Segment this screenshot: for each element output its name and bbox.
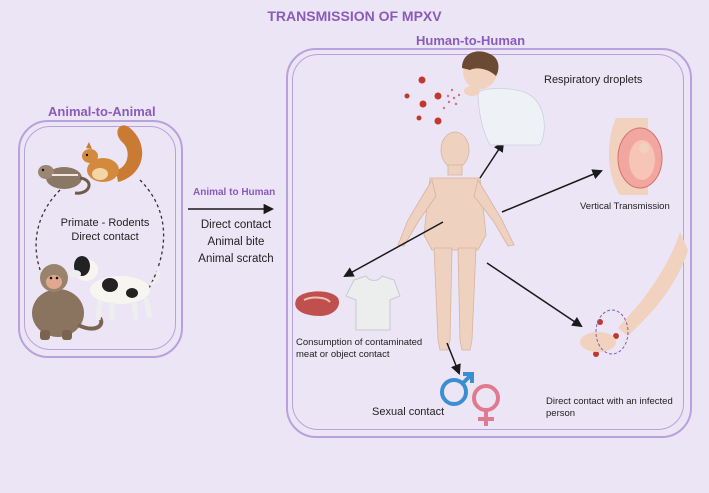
respiratory-arrow xyxy=(479,141,505,179)
male-symbol-icon xyxy=(440,372,474,406)
sexual-label: Sexual contact xyxy=(372,406,445,418)
human-panel-outer xyxy=(286,48,692,438)
route-animal-bite: Animal bite xyxy=(207,236,265,248)
page-title: TRANSMISSION OF MPXV xyxy=(267,8,442,24)
coughing-person-icon xyxy=(462,51,545,146)
virus-particles xyxy=(404,76,619,357)
meat-icon xyxy=(295,291,340,316)
female-symbol-icon xyxy=(472,384,500,426)
vertical-arrow xyxy=(501,169,603,213)
consumption-label-line2: meat or object contact xyxy=(296,349,390,360)
hand-contact-icon xyxy=(580,232,688,355)
animal-to-human-heading: Animal to Human xyxy=(193,187,276,198)
pregnancy-icon xyxy=(608,118,663,195)
chipmunk-icon xyxy=(38,165,91,195)
route-animal-scratch: Animal scratch xyxy=(198,253,274,265)
tshirt-icon xyxy=(345,275,401,331)
respiratory-label: Respiratory droplets xyxy=(544,74,643,86)
animal-route-line1: Primate - Rodents xyxy=(60,217,150,229)
vertical-label: Vertical Transmission xyxy=(580,201,670,212)
consumption-arrow xyxy=(343,221,444,278)
direct-contact-label-line2: person xyxy=(546,408,576,419)
cycle-right-arc xyxy=(139,179,165,291)
direct-contact-arrow xyxy=(486,262,583,328)
animal-panel-inner xyxy=(24,126,176,350)
human-body-icon xyxy=(397,131,515,351)
route-direct-contact: Direct contact xyxy=(200,219,272,231)
human-to-human-heading: Human-to-Human xyxy=(416,33,526,48)
dog-icon xyxy=(69,256,160,321)
direct-contact-label-line1: Direct contact with an infected xyxy=(546,396,673,407)
squirrel-icon xyxy=(82,125,143,182)
animal-to-animal-heading: Animal-to-Animal xyxy=(48,104,156,119)
consumption-label-line1: Consumption of contaminated xyxy=(296,337,423,348)
monkey-icon xyxy=(32,264,104,340)
animal-route-line2: Direct contact xyxy=(71,231,139,243)
sexual-arrow xyxy=(446,342,461,375)
animal-panel-outer xyxy=(18,120,183,358)
droplet-dots xyxy=(442,88,461,110)
